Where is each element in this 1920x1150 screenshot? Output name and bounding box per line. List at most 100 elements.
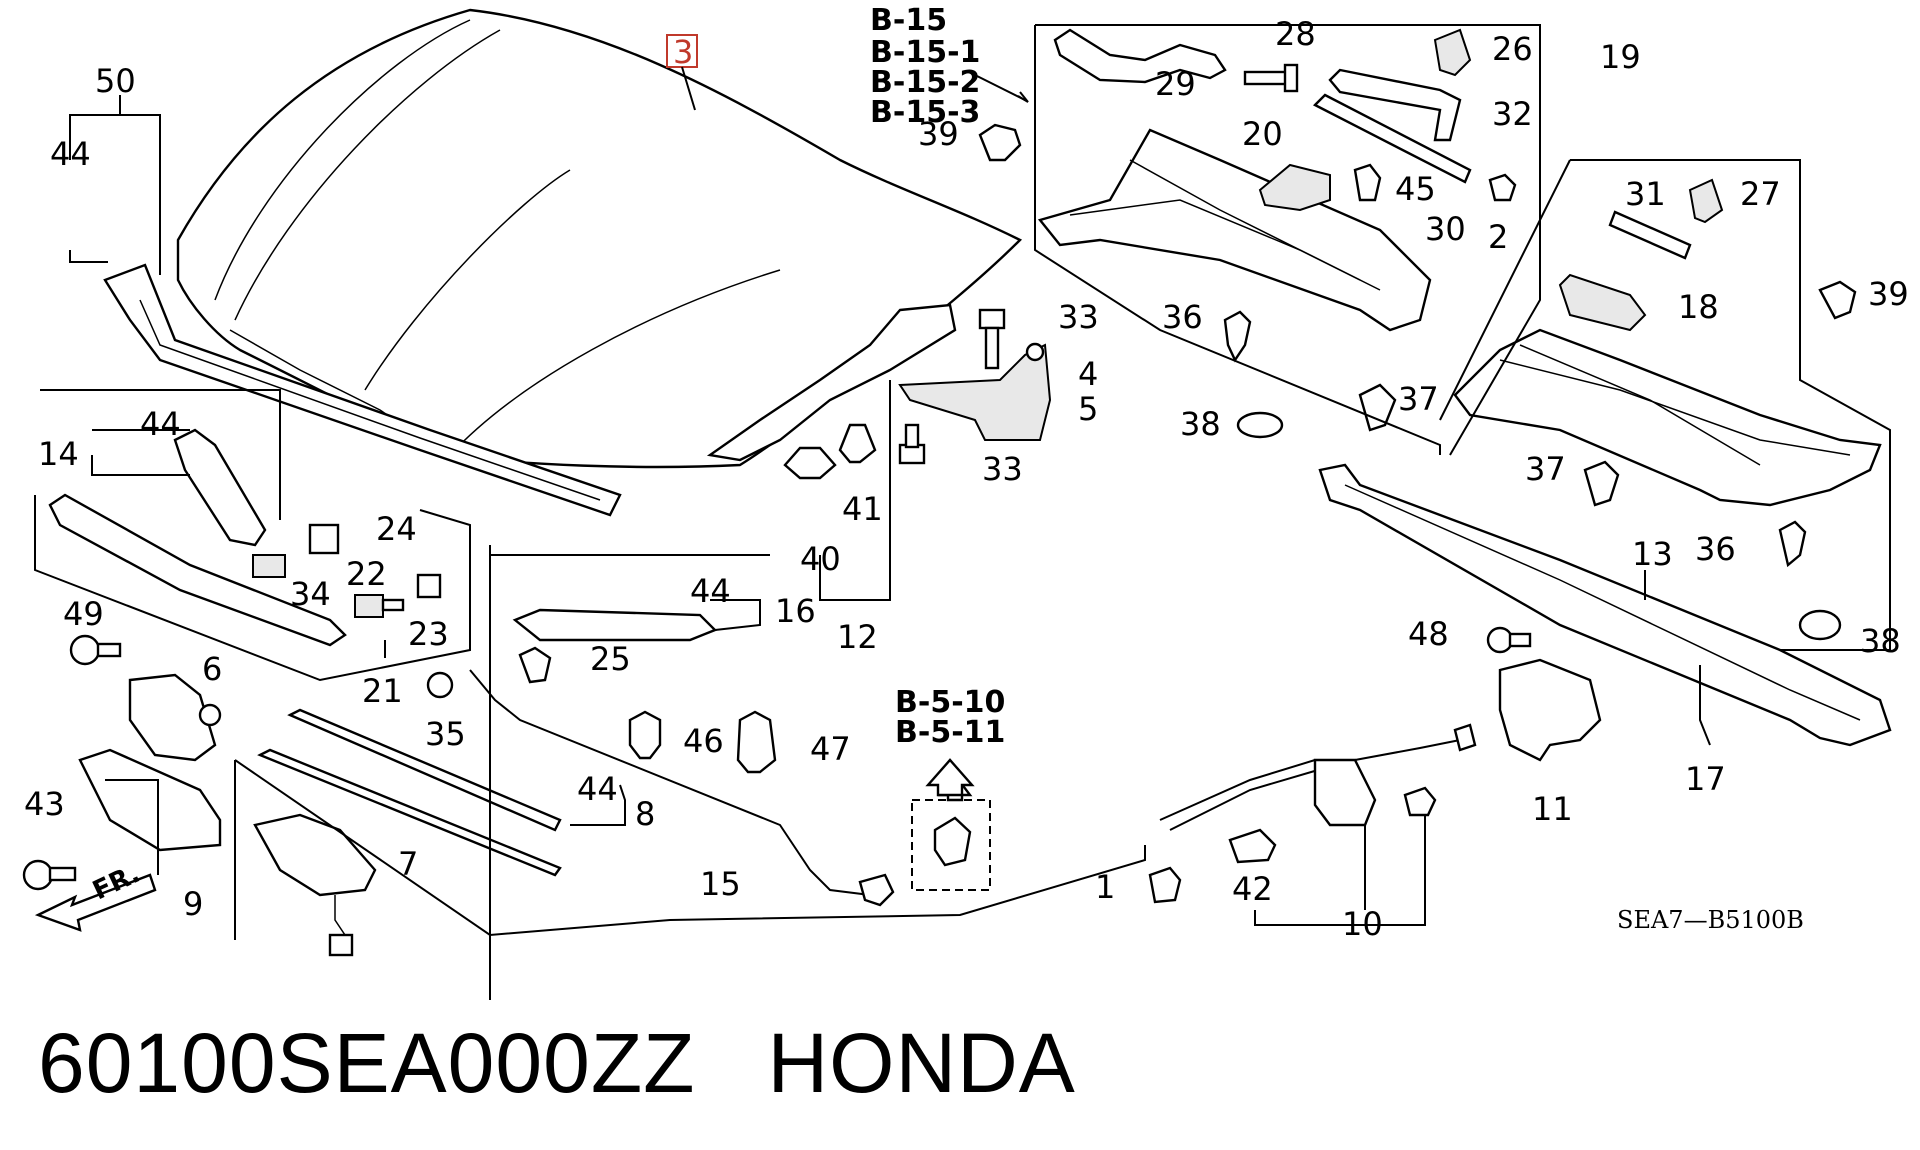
ref-b15[interactable]: B-15: [870, 3, 947, 38]
hood-edge-seal-21[interactable]: [48, 493, 347, 647]
callout-5[interactable]: 5: [1078, 390, 1098, 428]
clip-42[interactable]: [1228, 828, 1277, 864]
callout-36-a[interactable]: 36: [1162, 298, 1203, 336]
nozzle-26[interactable]: [1433, 28, 1472, 77]
callout-48[interactable]: 48: [1408, 615, 1449, 653]
callout-44-b[interactable]: 44: [140, 405, 181, 443]
clip-37-right[interactable]: [1583, 460, 1620, 507]
bolt-48[interactable]: [1486, 626, 1532, 654]
callout-31[interactable]: 31: [1625, 175, 1666, 213]
cable-strip-8[interactable]: [287, 708, 562, 832]
callout-28[interactable]: 28: [1275, 15, 1316, 53]
bolt-33-upper[interactable]: [978, 308, 1006, 370]
bracket-20[interactable]: [1258, 163, 1331, 212]
ref-b5-10[interactable]: B-5-10: [895, 685, 1005, 720]
clip-23[interactable]: [416, 573, 442, 599]
connector-2[interactable]: [1488, 173, 1517, 202]
stop-46[interactable]: [628, 710, 662, 760]
cowl-top-right[interactable]: [1453, 328, 1882, 507]
callout-44-c[interactable]: 44: [577, 770, 618, 808]
callout-40[interactable]: 40: [800, 540, 841, 578]
callout-10[interactable]: 10: [1342, 905, 1383, 943]
callout-33-a[interactable]: 33: [1058, 298, 1099, 336]
callout-7[interactable]: 7: [398, 845, 418, 883]
hose-31[interactable]: [1608, 210, 1692, 260]
callout-9[interactable]: 9: [183, 885, 203, 923]
bolt-33-lower[interactable]: [898, 423, 926, 465]
callout-24[interactable]: 24: [376, 510, 417, 548]
washer-hose-30[interactable]: [1312, 68, 1472, 184]
support-rod-15[interactable]: [469, 669, 895, 907]
release-cable-10[interactable]: [1159, 723, 1477, 831]
callout-26[interactable]: 26: [1492, 30, 1533, 68]
clip-37-top[interactable]: [1358, 383, 1397, 432]
release-cable-left[interactable]: [257, 748, 562, 877]
callout-34[interactable]: 34: [290, 575, 331, 613]
clip-45[interactable]: [1353, 163, 1382, 202]
clip-41[interactable]: [838, 423, 877, 464]
callout-19[interactable]: 19: [1600, 38, 1641, 76]
ref-b15-3[interactable]: B-15-3: [870, 95, 980, 130]
nozzle-27[interactable]: [1688, 178, 1724, 224]
callout-27[interactable]: 27: [1740, 175, 1781, 213]
hood-hinge[interactable]: [898, 342, 1052, 441]
callout-43[interactable]: 43: [24, 785, 65, 823]
cushion-34[interactable]: [252, 554, 286, 578]
callout-44-d[interactable]: 44: [690, 572, 731, 610]
callout-33-b[interactable]: 33: [982, 450, 1023, 488]
callout-42[interactable]: 42: [1232, 870, 1273, 908]
callout-29[interactable]: 29: [1155, 65, 1196, 103]
lock-11[interactable]: [1498, 658, 1602, 762]
hood-side-seal[interactable]: [706, 303, 957, 462]
clip-39-right[interactable]: [1818, 280, 1857, 320]
callout-47[interactable]: 47: [810, 730, 851, 768]
clip-35[interactable]: [426, 671, 454, 699]
callout-38-b[interactable]: 38: [1860, 622, 1901, 660]
grommet-36-top[interactable]: [1223, 310, 1252, 363]
callout-2[interactable]: 2: [1488, 218, 1508, 256]
callout-37-b[interactable]: 37: [1525, 450, 1566, 488]
callout-32[interactable]: 32: [1492, 95, 1533, 133]
callout-22[interactable]: 22: [346, 555, 387, 593]
callout-20[interactable]: 20: [1242, 115, 1283, 153]
callout-16[interactable]: 16: [775, 592, 816, 630]
weatherstrip-17[interactable]: [1318, 463, 1892, 747]
grommet-36-right[interactable]: [1778, 520, 1807, 568]
callout-3-highlight[interactable]: 3: [666, 33, 698, 111]
clip-40[interactable]: [783, 446, 837, 480]
callout-50[interactable]: 50: [95, 62, 136, 100]
callout-21[interactable]: 21: [362, 672, 403, 710]
clip-24[interactable]: [354, 594, 405, 618]
stay-14[interactable]: [173, 428, 267, 547]
callout-14[interactable]: 14: [38, 435, 79, 473]
clip-1[interactable]: [1148, 866, 1182, 904]
callout-12[interactable]: 12: [837, 618, 878, 656]
callout-38-a[interactable]: 38: [1180, 405, 1221, 443]
bolt-43[interactable]: [22, 859, 77, 891]
lock-7[interactable]: [253, 813, 377, 957]
ref-b15-1[interactable]: B-15-1: [870, 35, 980, 70]
callout-44-a[interactable]: 44: [50, 135, 91, 173]
grommet-38-right[interactable]: [1798, 609, 1842, 641]
callout-30[interactable]: 30: [1425, 210, 1466, 248]
callout-39-a[interactable]: 39: [918, 115, 959, 153]
bolt-49[interactable]: [69, 634, 122, 666]
hood-front-strip[interactable]: [103, 263, 622, 517]
callout-37-a[interactable]: 37: [1398, 380, 1439, 418]
callout-41[interactable]: 41: [842, 490, 883, 528]
callout-39-b[interactable]: 39: [1868, 275, 1909, 313]
washer-hose-29[interactable]: [1053, 28, 1227, 84]
callout-15[interactable]: 15: [700, 865, 741, 903]
callout-46[interactable]: 46: [683, 722, 724, 760]
lock-6[interactable]: [128, 673, 222, 762]
callout-13[interactable]: 13: [1632, 535, 1673, 573]
vent-18[interactable]: [1558, 273, 1647, 332]
cowl-top-left[interactable]: [1037, 128, 1432, 332]
grommet-38-top[interactable]: [1236, 411, 1284, 439]
callout-45[interactable]: 45: [1395, 170, 1436, 208]
cushion-25[interactable]: [518, 646, 552, 684]
callout-35[interactable]: 35: [425, 715, 466, 753]
callout-4[interactable]: 4: [1078, 355, 1098, 393]
latch-9[interactable]: [78, 748, 222, 852]
joint-28[interactable]: [1243, 63, 1299, 93]
